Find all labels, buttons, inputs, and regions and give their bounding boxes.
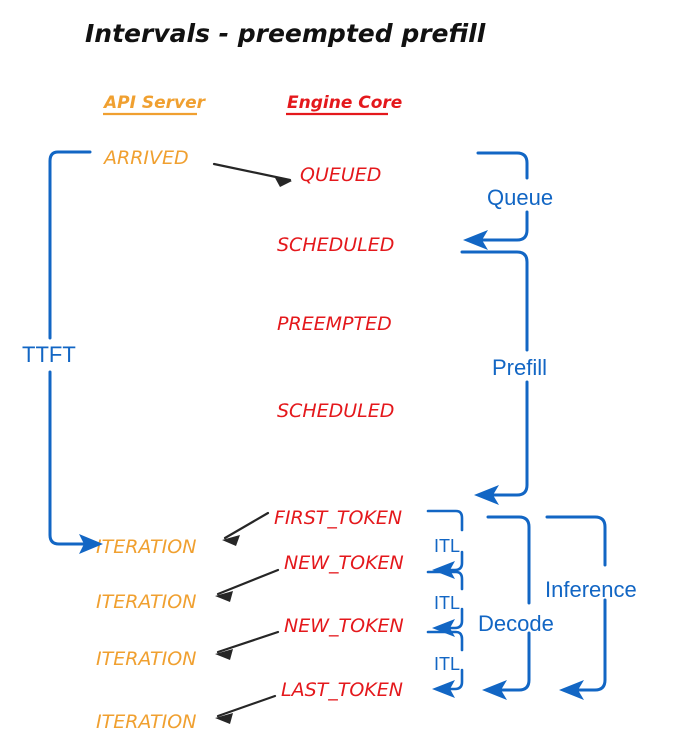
interval-itl-2: ITL — [426, 570, 464, 637]
interval-itl-3-label: ITL — [434, 654, 460, 674]
state-queued: QUEUED — [300, 164, 381, 186]
interval-inference: Inference — [545, 515, 637, 700]
state-iteration-3: ITERATION — [96, 648, 196, 670]
state-new-token-2: NEW_TOKEN — [284, 615, 404, 637]
interval-itl-3: ITL — [426, 630, 464, 698]
interval-itl-1-label: ITL — [434, 536, 460, 556]
arrow-new-token-1-to-iteration — [215, 568, 280, 602]
interval-itl-1: ITL — [426, 509, 464, 579]
state-iteration-4: ITERATION — [96, 711, 196, 733]
state-new-token-1: NEW_TOKEN — [284, 552, 404, 574]
state-preempted: PREEMPTED — [277, 313, 392, 335]
interval-ttft-label: TTFT — [22, 342, 76, 367]
interval-queue: Queue — [463, 151, 553, 250]
interval-decode: Decode — [478, 515, 554, 700]
interval-decode-label: Decode — [478, 611, 554, 636]
interval-prefill-label: Prefill — [492, 355, 547, 380]
interval-itl-2-label: ITL — [434, 593, 460, 613]
state-first-token: FIRST_TOKEN — [274, 507, 402, 529]
interval-inference-label: Inference — [545, 577, 637, 602]
state-arrived: ARRIVED — [102, 147, 189, 169]
interval-ttft: TTFT — [22, 150, 103, 554]
state-iteration-2: ITERATION — [96, 591, 196, 613]
state-scheduled-2: SCHEDULED — [277, 400, 394, 422]
state-iteration-1: ITERATION — [96, 536, 196, 558]
page-title: Intervals - preempted prefill — [85, 19, 486, 48]
arrow-arrived-to-queued — [212, 162, 292, 187]
interval-prefill: Prefill — [460, 250, 547, 505]
column-header-engine-core: Engine Core — [286, 93, 402, 116]
arrow-last-token-to-iteration — [215, 694, 277, 724]
state-last-token: LAST_TOKEN — [281, 679, 403, 701]
arrow-first-token-to-iteration — [222, 511, 270, 546]
column-header-api-server: API Server — [102, 93, 207, 116]
state-scheduled-1: SCHEDULED — [277, 234, 394, 256]
interval-queue-label: Queue — [487, 185, 553, 210]
column-header-engine-core-label: Engine Core — [287, 93, 402, 113]
arrow-new-token-2-to-iteration — [215, 630, 280, 660]
column-header-api-server-label: API Server — [102, 93, 207, 113]
